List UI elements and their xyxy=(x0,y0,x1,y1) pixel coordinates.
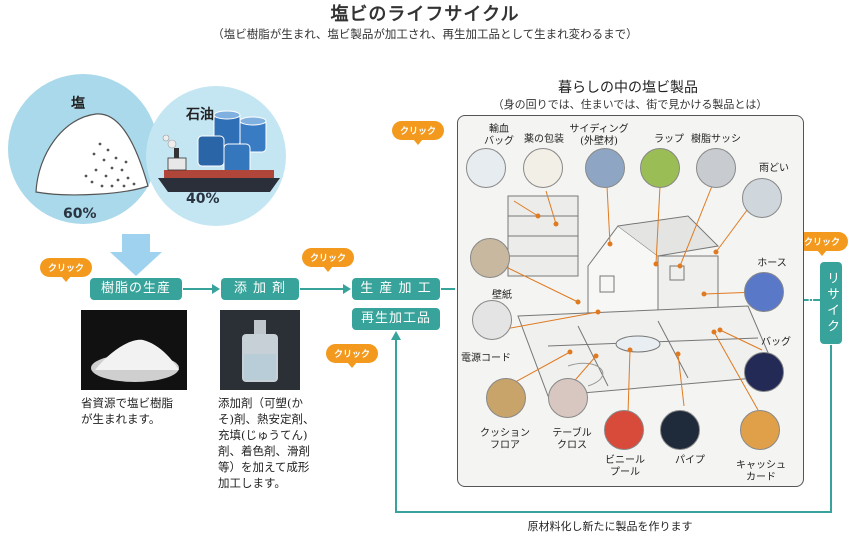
product-label[interactable]: 輸血バッグ xyxy=(484,124,514,147)
page-title: 塩ビのライフサイクル xyxy=(330,4,520,25)
click-badge-recycled[interactable]: クリック xyxy=(326,344,379,368)
pipe-icon[interactable] xyxy=(660,410,700,450)
processing-box[interactable]: 生 産 加 工 xyxy=(352,278,440,300)
recycle-caption: 原材料化し新たに製品を作ります xyxy=(527,520,693,533)
product-label[interactable]: クッションフロア xyxy=(480,428,530,451)
product-label[interactable]: ホース xyxy=(757,258,787,269)
product-label[interactable]: ラップ xyxy=(654,134,684,145)
medicine-pack-icon[interactable] xyxy=(523,148,563,188)
resin-description: 省資源で塩ビ樹脂 が生まれます。 xyxy=(81,396,173,426)
page-subtitle: （塩ビ樹脂が生まれ、塩ビ製品が加工され、再生加工品として生まれ変わるまで） xyxy=(212,27,638,41)
additive-bottle-photo xyxy=(220,310,300,390)
product-label[interactable]: 壁紙 xyxy=(492,290,512,301)
blood-bag-icon[interactable] xyxy=(466,148,506,188)
siding-icon[interactable] xyxy=(585,148,625,188)
wrap-icon[interactable] xyxy=(640,148,680,188)
additive-description: 添加剤（可塑(か そ)剤、熱安定剤、 充填(じゅうてん) 剤、着色剤、滑剤 等）… xyxy=(218,396,315,490)
recycle-box[interactable]: リサイクル xyxy=(802,262,842,344)
cash-card-icon[interactable] xyxy=(740,410,780,450)
click-badge-recycle[interactable]: クリック xyxy=(796,232,849,256)
click-badge-resin[interactable]: クリック xyxy=(40,258,93,282)
product-label[interactable]: 薬の包装 xyxy=(524,134,564,145)
product-label[interactable]: 雨どい xyxy=(759,163,789,174)
gutter-icon[interactable] xyxy=(742,178,782,218)
window-sash-icon[interactable] xyxy=(696,148,736,188)
wallpaper-icon[interactable] xyxy=(470,238,510,278)
down-arrow xyxy=(110,234,162,276)
salt-label: 塩 xyxy=(71,96,85,112)
click-badge-products[interactable]: クリック xyxy=(392,121,445,145)
resources-illustration xyxy=(35,110,280,196)
products-section-title: 暮らしの中の塩ビ製品 xyxy=(558,80,698,96)
click-badge-processing[interactable]: クリック xyxy=(302,248,355,272)
oil-label: 石油 xyxy=(186,107,214,123)
oil-drum-icon xyxy=(197,110,267,175)
products-section-subtitle: （身の回りでは、住まいでは、街で見かける製品とは） xyxy=(492,98,768,111)
recycle-loop-line xyxy=(395,340,832,513)
product-label[interactable]: 電源コード xyxy=(461,353,511,364)
salt-grain-dots xyxy=(84,142,136,188)
bag-icon[interactable] xyxy=(744,352,784,392)
product-label[interactable]: 樹脂サッシ xyxy=(691,134,741,145)
salt-pile-icon xyxy=(35,113,149,196)
resin-powder-photo xyxy=(81,310,187,390)
product-label[interactable]: テーブルクロス xyxy=(552,428,592,451)
resin-production-box[interactable]: 樹脂の生産 xyxy=(90,278,182,300)
product-label[interactable]: サイディング(外壁材) xyxy=(569,124,629,147)
vinyl-pool-icon[interactable] xyxy=(604,410,644,450)
recycled-product-box[interactable]: 再生加工品 xyxy=(352,308,440,330)
tablecloth-icon[interactable] xyxy=(548,378,588,418)
product-label[interactable]: ビニールプール xyxy=(605,455,645,478)
hose-icon[interactable] xyxy=(744,272,784,312)
product-label[interactable]: キャッシュカード xyxy=(736,460,786,483)
product-label[interactable]: パイプ xyxy=(675,455,705,466)
cushion-floor-icon[interactable] xyxy=(486,378,526,418)
product-label[interactable]: バッグ xyxy=(761,337,791,348)
tanker-ship-icon xyxy=(158,134,280,192)
house-illustration xyxy=(499,185,779,415)
oil-percentage: 40% xyxy=(186,191,220,207)
power-cord-icon[interactable] xyxy=(472,300,512,340)
salt-percentage: 60% xyxy=(63,206,97,222)
additive-box[interactable]: 添 加 剤 xyxy=(221,278,299,300)
